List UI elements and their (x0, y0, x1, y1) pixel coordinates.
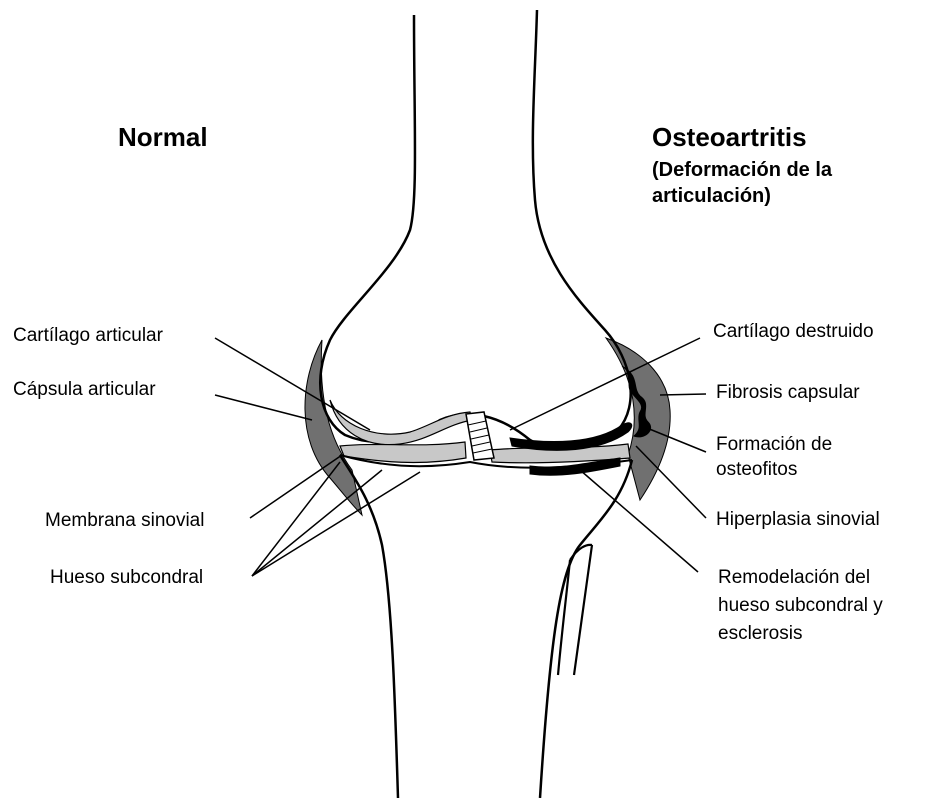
heading-osteoarthritis: Osteoartritis (652, 122, 807, 153)
leader-bone-3 (252, 472, 420, 576)
heading-osteoarthritis-subtitle-line1: (Deformación de la (652, 157, 832, 183)
label-remodeling-line1: Remodelación del (718, 566, 870, 590)
meniscus (466, 412, 494, 460)
leader-bone-2 (252, 470, 382, 576)
leader-fibrosis (660, 394, 706, 395)
heading-osteoarthritis-subtitle-line2: articulación) (652, 183, 771, 209)
label-osteophyte-line2: osteofitos (716, 458, 797, 482)
label-synovial-hyperplasia: Hiperplasia sinovial (716, 508, 880, 532)
tibia-outline (340, 455, 398, 798)
fibula (558, 545, 592, 675)
label-remodeling-line2: hueso subcondral y (718, 594, 883, 618)
femur-outline (320, 10, 630, 450)
heading-normal: Normal (118, 122, 208, 153)
label-synovial-membrane: Membrana sinovial (45, 509, 204, 533)
label-capsular-fibrosis: Fibrosis capsular (716, 381, 860, 405)
label-joint-capsule: Cápsula articular (13, 378, 156, 402)
label-subchondral-bone: Hueso subcondral (50, 566, 203, 590)
leader-cartilage (215, 338, 370, 430)
label-osteophyte-line1: Formación de (716, 433, 832, 457)
leader-bone-1 (252, 462, 340, 576)
label-articular-cartilage: Cartílago articular (13, 324, 163, 348)
label-remodeling-line3: esclerosis (718, 622, 802, 646)
tibia-outline-right (540, 460, 632, 798)
leader-destroyed-cartilage (510, 338, 700, 430)
leader-capsule (215, 395, 312, 420)
label-destroyed-cartilage: Cartílago destruido (713, 320, 874, 344)
leader-synovium (250, 455, 342, 518)
fibrotic-joint-capsule (606, 338, 670, 500)
